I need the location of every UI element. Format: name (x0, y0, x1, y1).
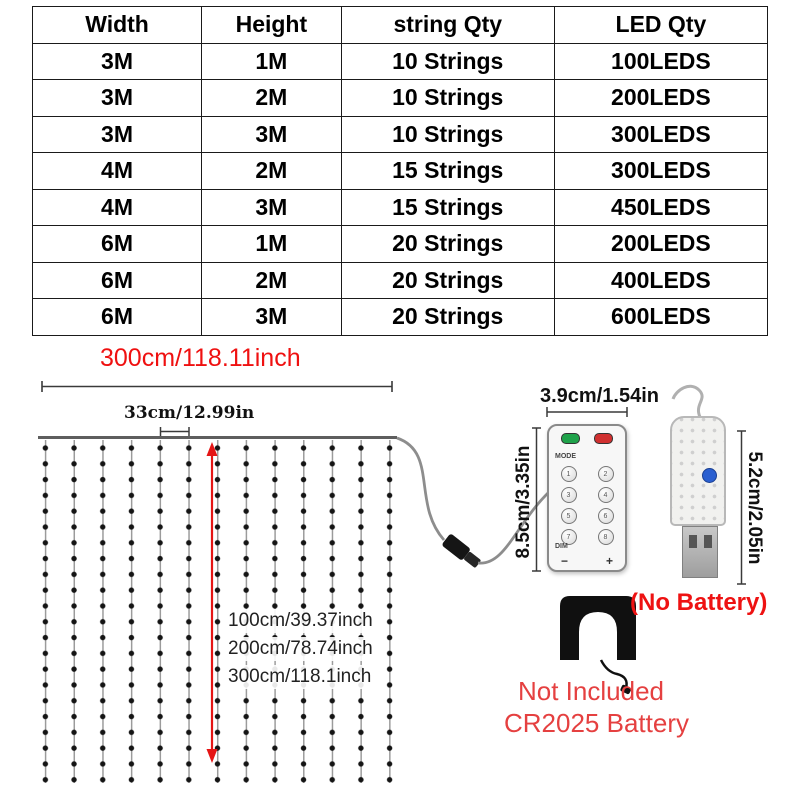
battery-clip (560, 596, 636, 660)
curtain-height-label-1: 100cm/39.37inch (224, 609, 377, 633)
remote-dim-row: − + (549, 554, 625, 568)
cell-height: 2M (201, 261, 342, 299)
cell-string-qty: 10 Strings (340, 42, 555, 80)
cell-string-qty: 15 Strings (340, 152, 555, 190)
table-row: 3M 1M 10 Strings 100LEDS (31, 42, 769, 80)
col-header-width: Width (31, 6, 203, 44)
cell-led-qty: 200LEDS (553, 79, 769, 117)
remote-mode-button-6: 6 (597, 508, 614, 524)
cell-string-qty: 20 Strings (340, 298, 555, 336)
remote-mode-button-8: 8 (597, 529, 614, 545)
cell-led-qty: 400LEDS (553, 261, 769, 299)
cell-string-qty: 10 Strings (340, 79, 555, 117)
remote-mode-label: MODE (555, 453, 576, 460)
cell-height: 2M (201, 152, 342, 190)
cell-string-qty: 20 Strings (340, 225, 555, 263)
remote-control: MODE 1 2 3 4 5 6 7 8 DIM − + (547, 424, 627, 572)
cell-led-qty: 300LEDS (553, 115, 769, 153)
remote-mode-button-1: 1 (560, 466, 577, 482)
cell-height: 1M (201, 42, 342, 80)
cell-led-qty: 100LEDS (553, 42, 769, 80)
cell-width: 6M (31, 261, 203, 299)
usb-plug-slot (703, 535, 712, 548)
usb-controller-body (670, 416, 726, 526)
battery-note-line2: CR2025 Battery (504, 708, 689, 738)
usb-height-label: 5.2cm/2.05in (744, 451, 765, 565)
spec-table: Width Height string Qty LED Qty 3M 1M 10… (31, 6, 769, 336)
remote-green-button (561, 433, 580, 444)
cell-height: 3M (201, 298, 342, 336)
spacing-bracket (159, 427, 190, 436)
col-header-string-qty: string Qty (340, 6, 555, 44)
usb-connector (670, 416, 730, 590)
remote-button-grid: 1 2 3 4 5 6 7 8 (558, 466, 616, 545)
cell-led-qty: 300LEDS (553, 152, 769, 190)
remote-width-label: 3.9cm/1.54in (540, 385, 659, 407)
no-battery-label: (No Battery) (630, 589, 768, 616)
cell-led-qty: 600LEDS (553, 298, 769, 336)
remote-mode-button-7: 7 (560, 529, 577, 545)
cell-width: 4M (31, 152, 203, 190)
remote-dim-label: DIM (555, 543, 568, 550)
cell-height: 2M (201, 79, 342, 117)
table-row: 3M 3M 10 Strings 300LEDS (31, 115, 769, 153)
table-header-row: Width Height string Qty LED Qty (31, 6, 769, 44)
width-dimension-line (41, 381, 393, 392)
usb-mode-button (702, 468, 717, 483)
remote-top-buttons (549, 426, 625, 444)
table-row: 4M 3M 15 Strings 450LEDS (31, 188, 769, 226)
cell-width: 3M (31, 115, 203, 153)
cell-height: 1M (201, 225, 342, 263)
remote-mode-button-4: 4 (597, 487, 614, 503)
string-spacing-label: 33cm/12.99in (124, 403, 255, 423)
col-header-led-qty: LED Qty (553, 6, 769, 44)
cell-width: 3M (31, 42, 203, 80)
table-row: 4M 2M 15 Strings 300LEDS (31, 152, 769, 190)
usb-cord (671, 384, 704, 418)
usb-plug-slot (688, 535, 697, 548)
remote-mode-button-3: 3 (560, 487, 577, 503)
cell-led-qty: 450LEDS (553, 188, 769, 226)
battery-note-line1: Not Included (518, 676, 664, 706)
table-row: 3M 2M 10 Strings 200LEDS (31, 79, 769, 117)
cell-width: 3M (31, 79, 203, 117)
inline-plug-connector (442, 534, 481, 568)
usb-plug (682, 526, 718, 578)
remote-mode-button-5: 5 (560, 508, 577, 524)
remote-height-label: 8.5cm/3.35in (513, 445, 534, 559)
remote-red-button (594, 433, 613, 444)
table-row: 6M 1M 20 Strings 200LEDS (31, 225, 769, 263)
cell-string-qty: 20 Strings (340, 261, 555, 299)
curtain-width-label: 300cm/118.11inch (100, 344, 301, 372)
cell-led-qty: 200LEDS (553, 225, 769, 263)
col-header-height: Height (201, 6, 342, 44)
cell-width: 4M (31, 188, 203, 226)
cell-width: 6M (31, 298, 203, 336)
table-row: 6M 2M 20 Strings 400LEDS (31, 261, 769, 299)
power-cord (396, 436, 446, 541)
cell-string-qty: 15 Strings (340, 188, 555, 226)
cell-height: 3M (201, 188, 342, 226)
curtain-height-label-3: 300cm/118.1inch (224, 665, 376, 689)
remote-plus-button: + (605, 554, 613, 568)
remote-width-bracket (546, 407, 628, 417)
cell-string-qty: 10 Strings (340, 115, 555, 153)
cell-height: 3M (201, 115, 342, 153)
table-row: 6M 3M 20 Strings 600LEDS (31, 298, 769, 336)
curtain-height-label-2: 200cm/78.74inch (224, 637, 377, 661)
remote-minus-button: − (561, 554, 569, 568)
remote-mode-button-2: 2 (597, 466, 614, 482)
cell-width: 6M (31, 225, 203, 263)
